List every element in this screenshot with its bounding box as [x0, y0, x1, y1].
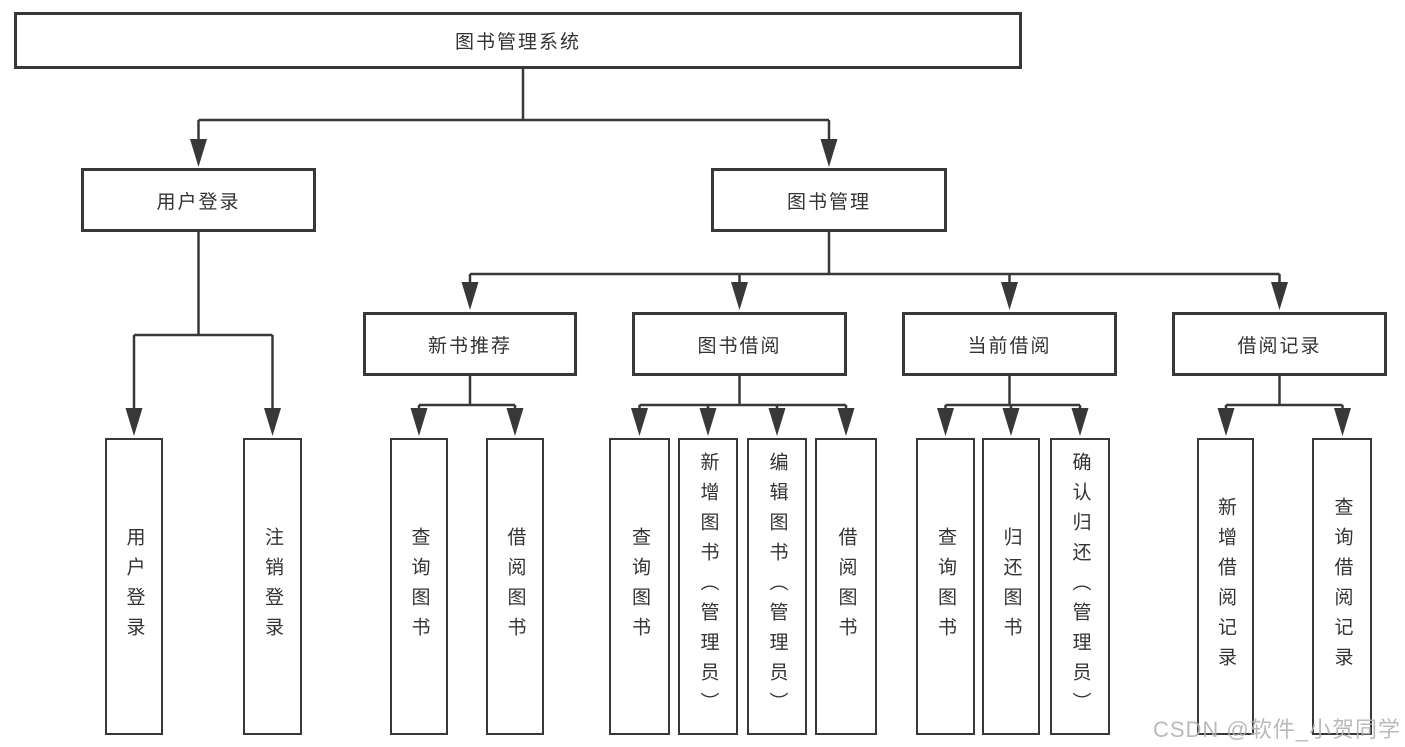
- node-user-login: 用户登录: [81, 168, 316, 232]
- leaf-edit-books-admin-label: 编辑图书（管理员）: [766, 451, 788, 722]
- leaf-confirm-return-admin-label: 确认归还（管理员）: [1069, 451, 1091, 722]
- leaf-current-query-books: 查询图书: [916, 438, 975, 735]
- leaf-borrow-query-books: 查询图书: [609, 438, 670, 735]
- node-root: 图书管理系统: [14, 12, 1022, 69]
- leaf-recommend-borrow-books-label: 借阅图书: [504, 526, 526, 647]
- leaf-user-login-label: 用户登录: [123, 526, 145, 647]
- leaf-add-books-admin-label: 新增图书（管理员）: [697, 451, 719, 722]
- leaf-current-query-books-label: 查询图书: [935, 526, 956, 647]
- connector-current-borrow-children: [937, 376, 1089, 436]
- node-user-login-label: 用户登录: [156, 191, 241, 213]
- leaf-return-books-label: 归还图书: [1000, 526, 1022, 647]
- leaf-add-borrow-record-label: 新增借阅记录: [1215, 496, 1236, 677]
- leaf-user-login: 用户登录: [105, 438, 163, 735]
- node-new-book-recommend: 新书推荐: [363, 312, 577, 376]
- leaf-borrow-query-books-label: 查询图书: [629, 526, 650, 647]
- leaf-query-borrow-record: 查询借阅记录: [1312, 438, 1372, 735]
- node-book-borrow: 图书借阅: [632, 312, 847, 376]
- leaf-recommend-query-books-label: 查询图书: [408, 526, 430, 647]
- leaf-borrow-books: 借阅图书: [815, 438, 877, 735]
- node-new-book-recommend-label: 新书推荐: [427, 335, 512, 357]
- node-book-management-label: 图书管理: [786, 191, 871, 213]
- leaf-logout-label: 注销登录: [262, 526, 283, 647]
- leaf-return-books: 归还图书: [982, 438, 1040, 735]
- connector-borrow-records-children: [1217, 376, 1351, 436]
- leaf-confirm-return-admin: 确认归还（管理员）: [1050, 438, 1110, 735]
- node-book-borrow-label: 图书借阅: [697, 335, 782, 357]
- connector-root-to-level2: [190, 69, 838, 167]
- node-current-borrow: 当前借阅: [902, 312, 1117, 376]
- connector-new-book-children: [410, 376, 524, 436]
- leaf-logout: 注销登录: [243, 438, 302, 735]
- leaf-add-books-admin: 新增图书（管理员）: [678, 438, 738, 735]
- node-book-management: 图书管理: [711, 168, 947, 232]
- connector-user-login-children: [125, 232, 281, 436]
- connector-book-borrow-children: [631, 376, 855, 436]
- leaf-query-borrow-record-label: 查询借阅记录: [1331, 496, 1353, 677]
- node-root-label: 图书管理系统: [454, 32, 581, 53]
- watermark-text: CSDN @软件_小贺同学: [1152, 717, 1401, 742]
- leaf-recommend-borrow-books: 借阅图书: [486, 438, 544, 735]
- leaf-add-borrow-record: 新增借阅记录: [1197, 438, 1254, 735]
- node-borrow-records-label: 借阅记录: [1237, 335, 1322, 357]
- leaf-recommend-query-books: 查询图书: [390, 438, 448, 735]
- leaf-edit-books-admin: 编辑图书（管理员）: [747, 438, 807, 735]
- node-borrow-records: 借阅记录: [1172, 312, 1387, 376]
- node-current-borrow-label: 当前借阅: [967, 335, 1052, 357]
- leaf-borrow-books-label: 借阅图书: [835, 526, 857, 647]
- connector-book-management-children: [461, 232, 1288, 310]
